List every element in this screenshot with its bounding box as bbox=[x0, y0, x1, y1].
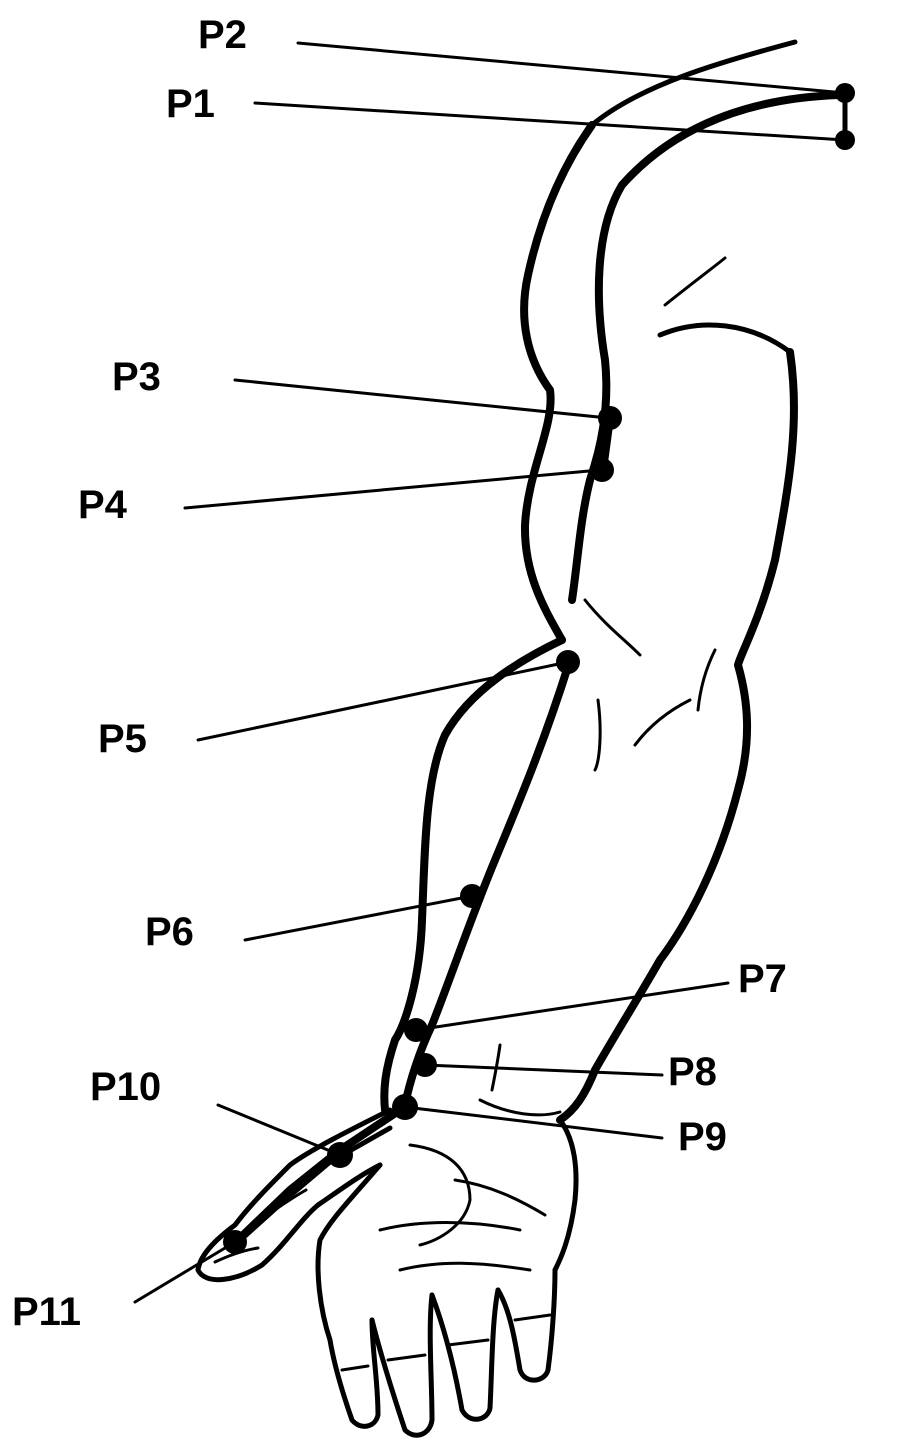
leader-p9 bbox=[405, 1107, 662, 1138]
chest-contour bbox=[660, 325, 790, 352]
point-marker-p11 bbox=[223, 1230, 247, 1254]
point-label-p6: P6 bbox=[145, 910, 194, 954]
point-marker-p5 bbox=[556, 650, 580, 674]
forearm-muscle-line bbox=[698, 650, 715, 710]
upper-arm-outer-edge bbox=[524, 125, 592, 640]
point-marker-p6 bbox=[460, 884, 484, 908]
palm-line-3 bbox=[400, 1263, 530, 1270]
elbow-crease-1 bbox=[585, 600, 640, 655]
leader-p10 bbox=[218, 1105, 340, 1155]
point-marker-p8 bbox=[413, 1053, 437, 1077]
leader-p5 bbox=[198, 662, 568, 740]
point-marker-p4 bbox=[590, 458, 614, 482]
finger-crease-4 bbox=[515, 1315, 550, 1320]
palm-line-1 bbox=[410, 1145, 470, 1245]
p10-p11-channel-edge bbox=[235, 1128, 390, 1245]
point-label-p2: P2 bbox=[198, 13, 247, 57]
point-marker-p7 bbox=[404, 1018, 428, 1042]
point-label-p11: P11 bbox=[12, 1290, 81, 1334]
palm-thumb-edge bbox=[318, 1165, 380, 1340]
point-label-p1: P1 bbox=[166, 82, 215, 126]
leader-p4 bbox=[185, 470, 600, 508]
leader-p8 bbox=[425, 1065, 662, 1075]
point-marker-p1 bbox=[835, 130, 855, 150]
finger-crease-3 bbox=[448, 1340, 488, 1345]
finger-ring-outline bbox=[432, 1290, 498, 1419]
deltoid-crease bbox=[665, 258, 725, 305]
finger-crease-2 bbox=[388, 1355, 425, 1360]
point-label-p4: P4 bbox=[78, 483, 128, 527]
shoulder-top-edge bbox=[592, 42, 795, 125]
elbow-crease-2 bbox=[595, 700, 600, 770]
finger-pinky-outline bbox=[498, 1270, 555, 1380]
point-label-p3: P3 bbox=[112, 355, 161, 399]
point-label-p9: P9 bbox=[678, 1115, 727, 1159]
point-marker-p3 bbox=[598, 406, 622, 430]
point-label-p7: P7 bbox=[738, 957, 787, 1001]
finger-index-outline bbox=[330, 1320, 378, 1426]
finger-crease-1 bbox=[342, 1366, 368, 1370]
upper-arm-inner-edge bbox=[572, 95, 838, 600]
point-label-p5: P5 bbox=[98, 717, 147, 761]
wrist-crease-2 bbox=[480, 1100, 560, 1115]
elbow-crease-3 bbox=[635, 700, 690, 745]
palm-pinky-edge bbox=[555, 1120, 576, 1270]
point-labels: P2 P1 P3 P4 P5 P6 P7 P8 P9 P10 P11 bbox=[12, 13, 787, 1334]
point-label-p8: P8 bbox=[668, 1050, 717, 1094]
meridian-line bbox=[235, 95, 845, 1245]
point-marker-p9 bbox=[392, 1094, 418, 1120]
forearm-inner-line bbox=[405, 660, 570, 1105]
leader-p7 bbox=[416, 983, 728, 1030]
point-label-p10: P10 bbox=[90, 1065, 161, 1109]
hand-outline bbox=[198, 1110, 576, 1435]
finger-middle-outline bbox=[372, 1295, 432, 1435]
leader-p6 bbox=[245, 896, 472, 940]
point-marker-p10 bbox=[327, 1142, 353, 1168]
point-marker-p2 bbox=[835, 83, 855, 103]
leader-p11 bbox=[135, 1242, 235, 1302]
